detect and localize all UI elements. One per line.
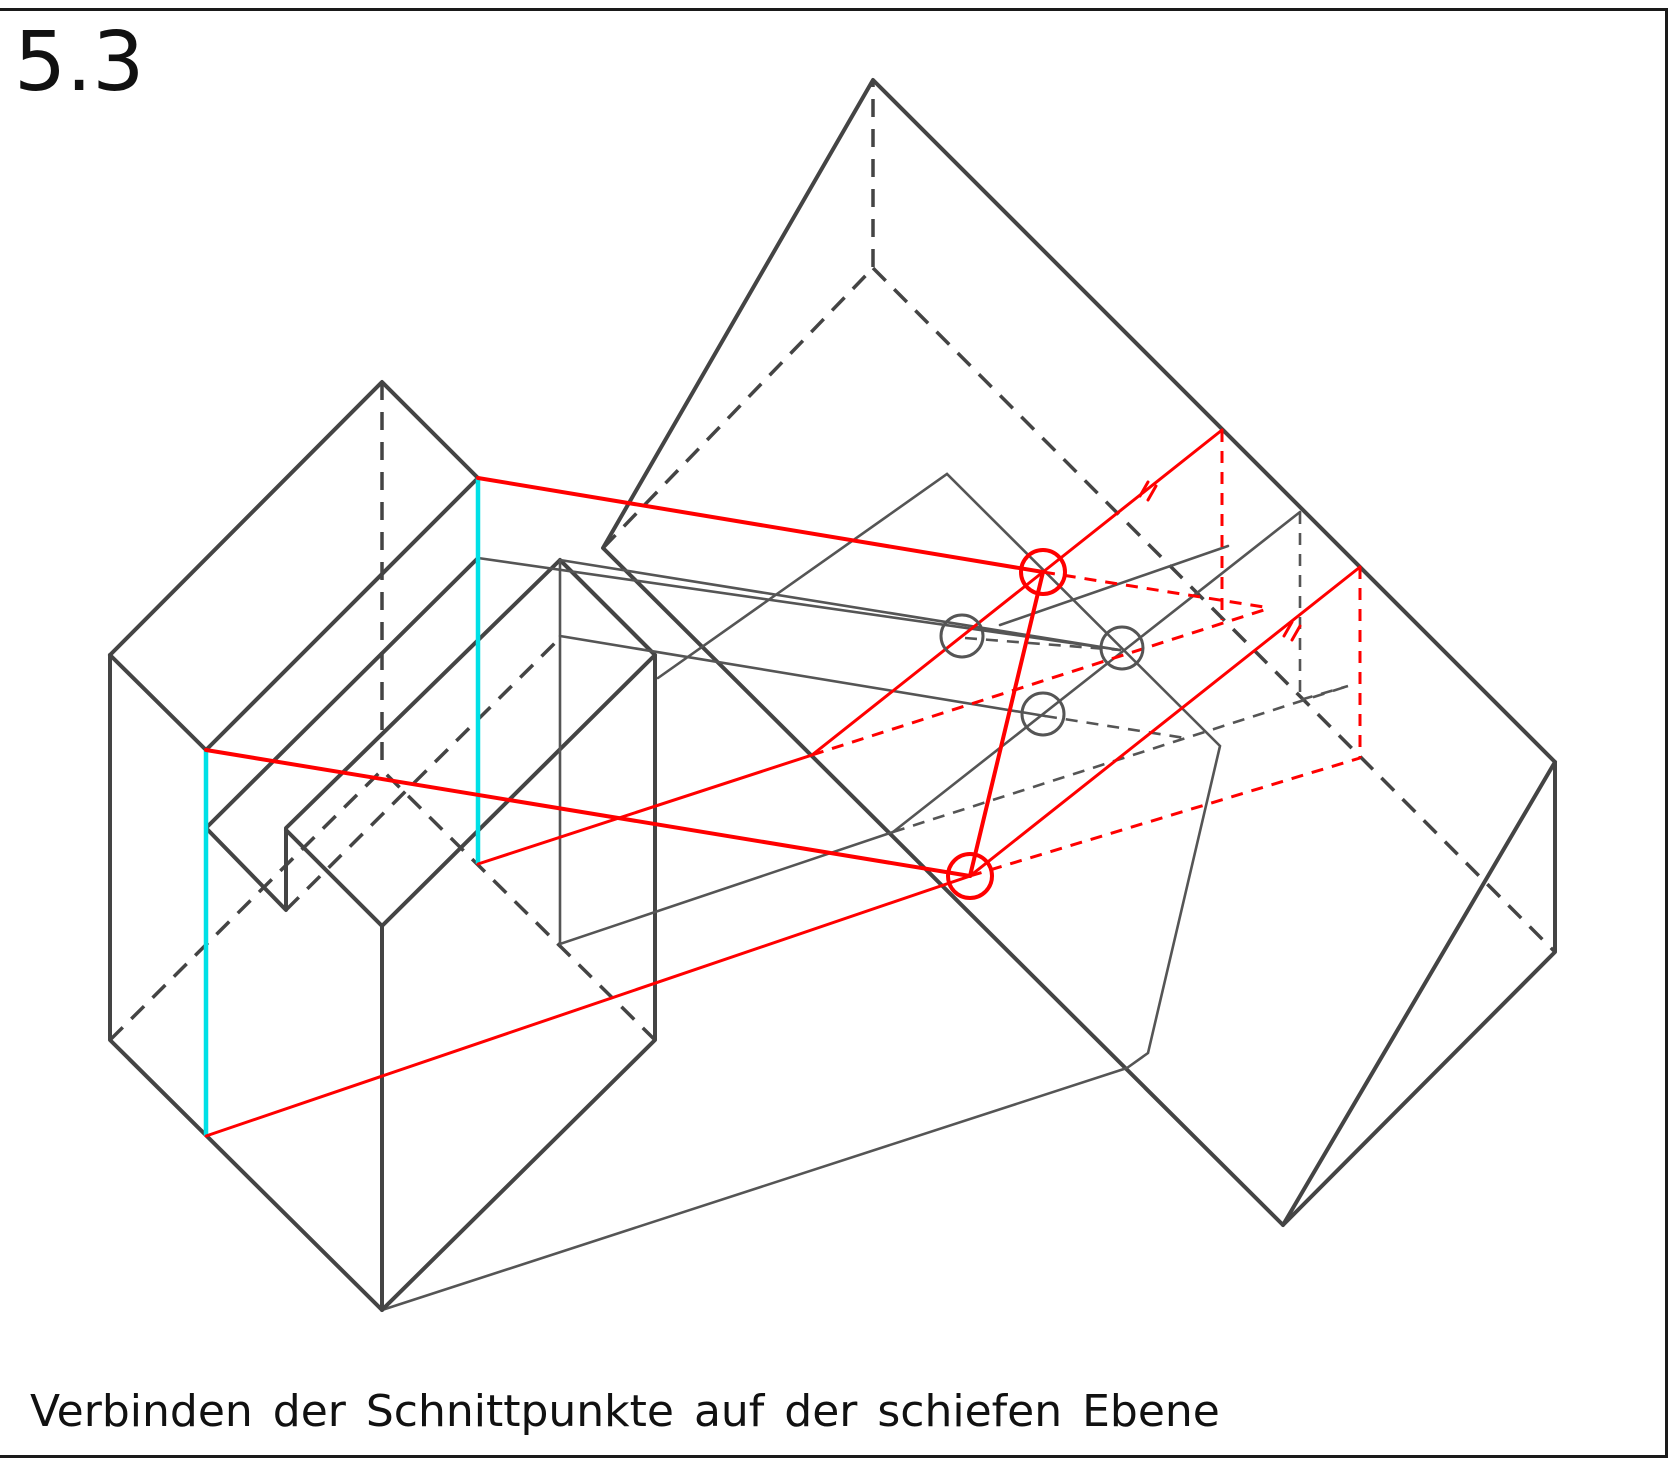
- inner-prism: [476, 544, 1230, 946]
- caption: Verbinden der Schnittpunkte auf der schi…: [30, 1386, 1220, 1437]
- step-number: 5.3: [14, 15, 145, 110]
- intersection-point-lower: [946, 852, 994, 900]
- aux-point-3: [1020, 691, 1066, 737]
- aux-point-1: [939, 613, 985, 659]
- tilted-cuboid: [601, 78, 1557, 1227]
- aux-point-2: [1099, 625, 1145, 671]
- intersection-point-upper: [1019, 548, 1067, 596]
- highlighted-edges: [203, 478, 481, 1136]
- intersection-markers: [939, 548, 1145, 900]
- stepped-block: [108, 380, 657, 1312]
- construction-lines: [204, 428, 1362, 1138]
- figure-frame: [0, 8, 1668, 1458]
